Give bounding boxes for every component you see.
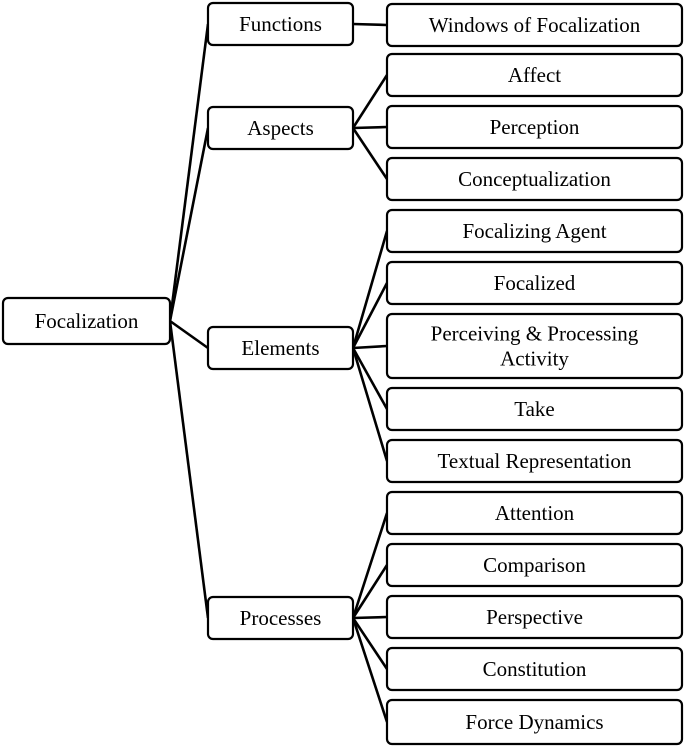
leaf-node-perception-label: Perception xyxy=(490,115,580,139)
edge-elements-to-take xyxy=(351,347,389,410)
leaf-node-affect-label: Affect xyxy=(508,63,561,87)
leaf-node-comparison-label: Comparison xyxy=(483,553,586,577)
leaf-node-constitution-label: Constitution xyxy=(483,657,587,681)
edge-root-to-functions xyxy=(168,23,210,322)
leaf-node-perception-box xyxy=(385,104,684,150)
branch-node-functions-label: Functions xyxy=(239,12,322,36)
leaf-node-perspective-label: Perspective xyxy=(486,605,583,629)
leaf-node-take-box xyxy=(385,386,684,432)
leaf-node-conceptualization-label: Conceptualization xyxy=(458,167,611,191)
leaf-node-focalized-label: Focalized xyxy=(494,271,576,295)
leaf-node-affect-box xyxy=(385,52,684,98)
branch-node-functions-box xyxy=(206,1,355,47)
edge-elements-to-focalized xyxy=(351,282,389,349)
edge-aspects-to-affect xyxy=(351,74,389,129)
leaf-node-constitution-box xyxy=(385,646,684,692)
edge-processes-to-comparison xyxy=(351,564,389,619)
root-node-focalization: Focalization xyxy=(1,296,172,346)
leaf-node-force-dynamics-label: Force Dynamics xyxy=(465,710,603,734)
leaf-node-comparison-box xyxy=(385,542,684,588)
leaf-node-windows-of-focalization-label: Windows of Focalization xyxy=(429,13,641,37)
leaf-node-perspective: Perspective xyxy=(385,594,684,640)
branch-node-aspects-box xyxy=(206,105,355,151)
edge-elements-to-focalizing-agent xyxy=(351,230,389,349)
root-node-focalization-label: Focalization xyxy=(35,309,139,333)
leaf-node-attention: Attention xyxy=(385,490,684,536)
edge-root-to-processes xyxy=(168,320,210,619)
edge-processes-to-force-dynamics xyxy=(351,617,389,723)
branch-node-aspects: Aspects xyxy=(206,105,355,151)
leaf-node-focalizing-agent-label: Focalizing Agent xyxy=(462,219,606,243)
branch-node-elements-box xyxy=(206,325,355,371)
branch-node-processes-label: Processes xyxy=(240,606,322,630)
branch-node-aspects-label: Aspects xyxy=(247,116,314,140)
leaf-node-take: Take xyxy=(385,386,684,432)
root-node-focalization-box xyxy=(1,296,172,346)
leaf-node-perceiving-processing-activity-box xyxy=(385,312,684,380)
leaf-node-affect: Affect xyxy=(385,52,684,98)
leaf-node-comparison: Comparison xyxy=(385,542,684,588)
edge-processes-to-attention xyxy=(351,512,389,619)
edge-elements-to-textual-representation xyxy=(351,347,389,462)
leaf-node-attention-box xyxy=(385,490,684,536)
leaf-node-perception: Perception xyxy=(385,104,684,150)
leaf-node-textual-representation-label: Textual Representation xyxy=(438,449,632,473)
branch-node-processes: Processes xyxy=(206,595,355,641)
edge-processes-to-perspective xyxy=(352,615,388,620)
edge-root-to-elements xyxy=(169,319,209,350)
leaf-node-perceiving-processing-activity-label: Activity xyxy=(500,347,569,371)
leaf-node-conceptualization: Conceptualization xyxy=(385,156,684,202)
branch-node-functions: Functions xyxy=(206,1,355,47)
leaf-node-focalizing-agent-box xyxy=(385,208,684,254)
connector-lines xyxy=(168,22,389,723)
leaf-node-textual-representation-box xyxy=(385,438,684,484)
edge-root-to-aspects xyxy=(168,127,210,322)
edge-aspects-to-conceptualization xyxy=(351,127,389,180)
edge-aspects-to-perception xyxy=(352,125,388,130)
leaf-node-conceptualization-box xyxy=(385,156,684,202)
leaf-node-attention-label: Attention xyxy=(495,501,575,525)
leaf-node-perceiving-processing-activity-label: Perceiving & Processing xyxy=(431,322,639,346)
leaf-node-take-label: Take xyxy=(514,397,555,421)
branch-node-elements: Elements xyxy=(206,325,355,371)
leaf-node-focalized-box xyxy=(385,260,684,306)
edge-functions-to-windows-of-focalization xyxy=(352,22,388,27)
leaf-node-constitution: Constitution xyxy=(385,646,684,692)
leaf-node-textual-representation: Textual Representation xyxy=(385,438,684,484)
edge-processes-to-constitution xyxy=(351,617,389,670)
branch-node-elements-label: Elements xyxy=(241,336,319,360)
edge-elements-to-perceiving-processing-activity xyxy=(352,344,388,350)
leaf-node-windows-of-focalization: Windows of Focalization xyxy=(385,2,684,48)
leaf-node-force-dynamics-box xyxy=(385,698,684,746)
leaf-node-focalized: Focalized xyxy=(385,260,684,306)
leaf-node-force-dynamics: Force Dynamics xyxy=(385,698,684,746)
leaf-node-focalizing-agent: Focalizing Agent xyxy=(385,208,684,254)
branch-node-processes-box xyxy=(206,595,355,641)
leaf-node-perspective-box xyxy=(385,594,684,640)
leaf-node-windows-of-focalization-box xyxy=(385,2,684,48)
